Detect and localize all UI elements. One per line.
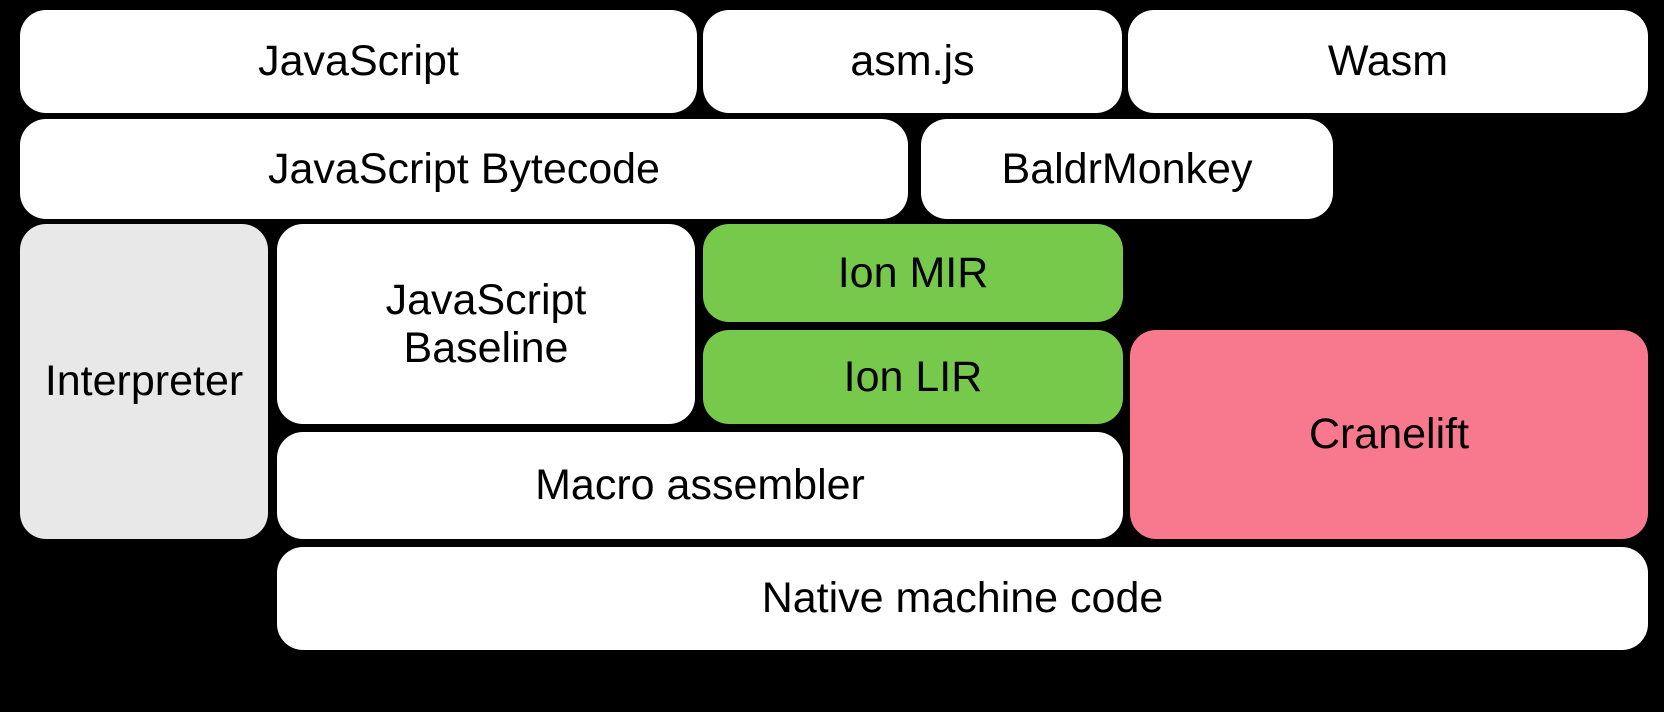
- node-ion-lir: Ion LIR: [703, 330, 1123, 424]
- node-macro-assembler: Macro assembler: [277, 432, 1123, 539]
- node-native-machine-code: Native machine code: [277, 547, 1648, 650]
- node-wasm: Wasm: [1128, 10, 1648, 113]
- node-interpreter: Interpreter: [20, 224, 268, 539]
- node-asm-js: asm.js: [703, 10, 1122, 113]
- node-javascript: JavaScript: [20, 10, 697, 113]
- node-cranelift: Cranelift: [1130, 330, 1648, 539]
- node-ion-mir: Ion MIR: [703, 224, 1123, 322]
- node-baldrmonkey: BaldrMonkey: [921, 119, 1333, 219]
- node-javascript-baseline: JavaScript Baseline: [277, 224, 695, 424]
- node-javascript-bytecode: JavaScript Bytecode: [20, 119, 908, 219]
